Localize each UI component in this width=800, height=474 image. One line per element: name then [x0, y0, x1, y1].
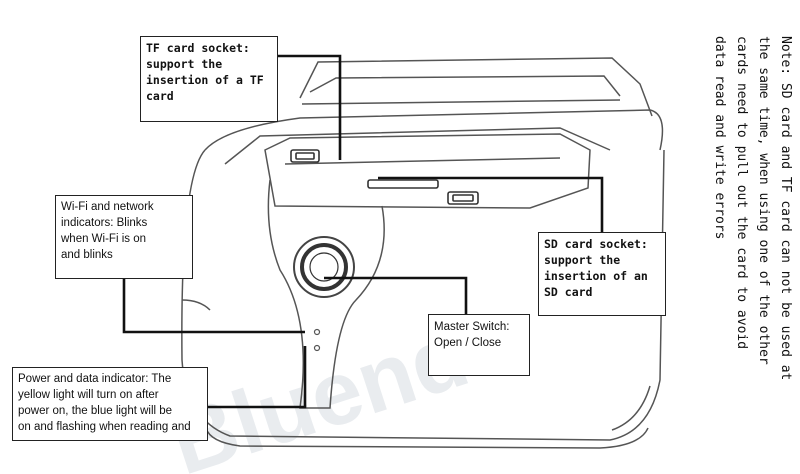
note-line: data read and write errors	[712, 36, 727, 240]
indicator-leds	[313, 328, 321, 352]
callout-line: and blinks	[61, 249, 113, 261]
master-switch-callout: Master Switch: Open / Close	[428, 314, 530, 376]
leader-lines	[122, 54, 604, 409]
note-line: Note: SD card and TF card can not be use…	[778, 36, 793, 381]
callout-line: indicators: Blinks	[61, 217, 148, 229]
usage-note: Note: SD card and TF card can not be use…	[700, 36, 796, 456]
callout-line: support the	[544, 253, 621, 267]
callout-line: card	[146, 89, 174, 103]
callout-line: insertion of a TF	[146, 73, 264, 87]
callout-line: Master Switch:	[434, 321, 510, 333]
callout-line: Open / Close	[434, 337, 502, 349]
callout-line: SD card socket:	[544, 237, 648, 251]
power-data-indicator-callout: Power and data indicator: The yellow lig…	[12, 367, 208, 441]
callout-line: when Wi-Fi is on	[61, 233, 146, 245]
callout-line: TF card socket:	[146, 41, 250, 55]
callout-line: Wi-Fi and network	[61, 201, 154, 213]
note-line: the same time, when using one of the oth…	[756, 36, 771, 365]
tf-card-socket-callout: TF card socket: support the insertion of…	[140, 36, 278, 122]
callout-line: SD card	[544, 285, 593, 299]
callout-line: on and flashing when reading and	[18, 421, 191, 433]
callout-line: Power and data indicator: The	[18, 373, 172, 385]
sd-card-socket-callout: SD card socket: support the insertion of…	[538, 232, 666, 316]
note-line: cards need to pull out the card to avoid	[734, 36, 749, 350]
callout-line: support the	[146, 57, 223, 71]
callout-line: power on, the blue light will be	[18, 405, 173, 417]
wifi-indicator-callout: Wi-Fi and network indicators: Blinks whe…	[55, 195, 193, 279]
card-slots-graphic	[290, 149, 479, 205]
callout-line: yellow light will turn on after	[18, 389, 159, 401]
power-button-graphic	[293, 236, 355, 298]
callout-line: insertion of an	[544, 269, 648, 283]
